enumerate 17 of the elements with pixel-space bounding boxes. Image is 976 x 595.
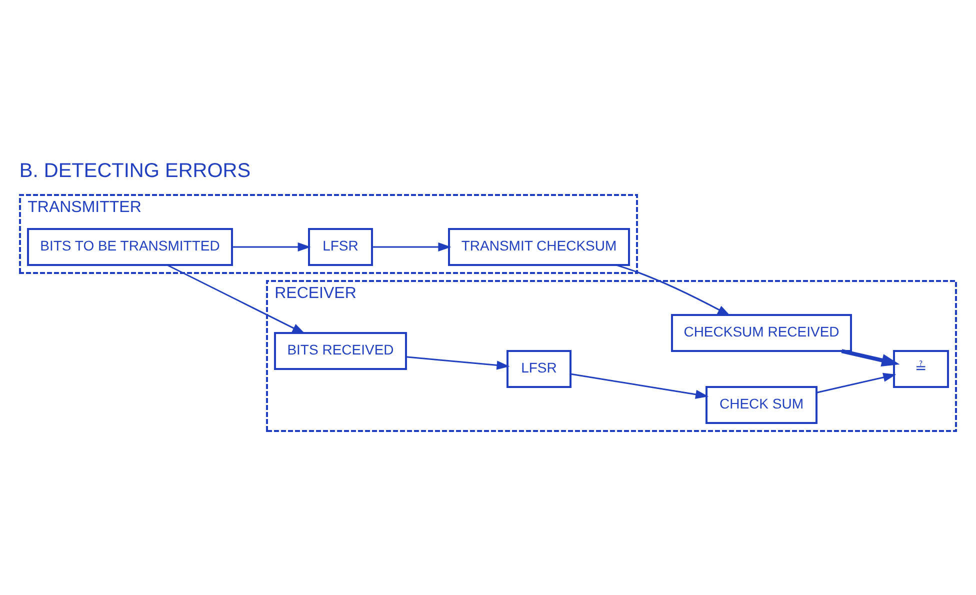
arrow xyxy=(166,264,306,334)
arrow xyxy=(616,264,731,316)
arrow xyxy=(372,242,452,252)
node-box: ≟ xyxy=(893,350,949,388)
node-box: TRANSMIT CHECKSUM xyxy=(448,228,630,266)
node-box: LFSR xyxy=(506,350,572,388)
node-box: CHECK SUM xyxy=(706,386,818,424)
arrow xyxy=(816,372,896,393)
node-box: LFSR xyxy=(308,228,373,266)
node-box: BITS RECEIVED xyxy=(274,332,407,370)
node-box: BITS TO BE TRANSMITTED xyxy=(27,228,233,266)
arrow xyxy=(406,356,510,370)
diagram-title: B. DETECTING ERRORS xyxy=(19,160,251,182)
node-box: CHECKSUM RECEIVED xyxy=(671,314,852,352)
arrow xyxy=(570,372,709,398)
arrow xyxy=(232,242,311,252)
arrow xyxy=(841,348,900,366)
